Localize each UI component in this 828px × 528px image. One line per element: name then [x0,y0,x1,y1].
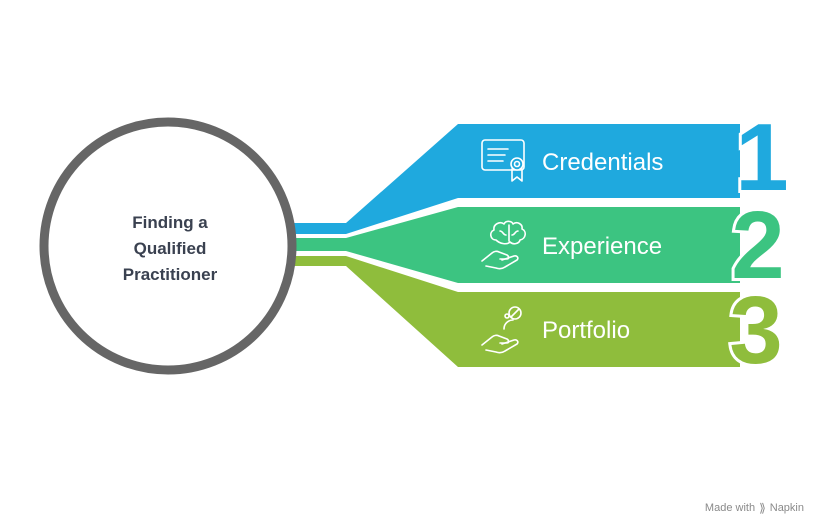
label-experience: Experience [542,233,662,260]
number-experience: 2 [731,192,784,299]
item-experience: 2 Experience [290,189,788,302]
number-portfolio: 3 [729,277,782,384]
center-title: Finding a Qualified Practitioner [95,210,245,288]
watermark-prefix: Made with [704,502,756,514]
center-title-line-2: Qualified [133,239,207,258]
number-credentials: 1 [735,104,788,211]
hand-with-person-icon [481,306,522,354]
certificate-icon [481,139,525,182]
item-portfolio: 3 Portfolio [290,256,786,387]
watermark-brand: Napkin [769,502,804,514]
napkin-logo-icon: ⟫ [759,501,766,515]
watermark: Made with ⟫ Napkin [705,501,804,515]
brain-in-hand-icon [481,220,526,270]
center-ring [39,117,297,375]
band-portfolio [290,256,740,367]
band-experience [290,207,740,283]
center-title-line-3: Practitioner [122,265,218,284]
item-credentials: 1 Credentials [290,101,792,234]
center-title-line-1: Finding a [132,213,208,232]
label-credentials: Credentials [542,149,663,176]
label-portfolio: Portfolio [542,317,630,344]
